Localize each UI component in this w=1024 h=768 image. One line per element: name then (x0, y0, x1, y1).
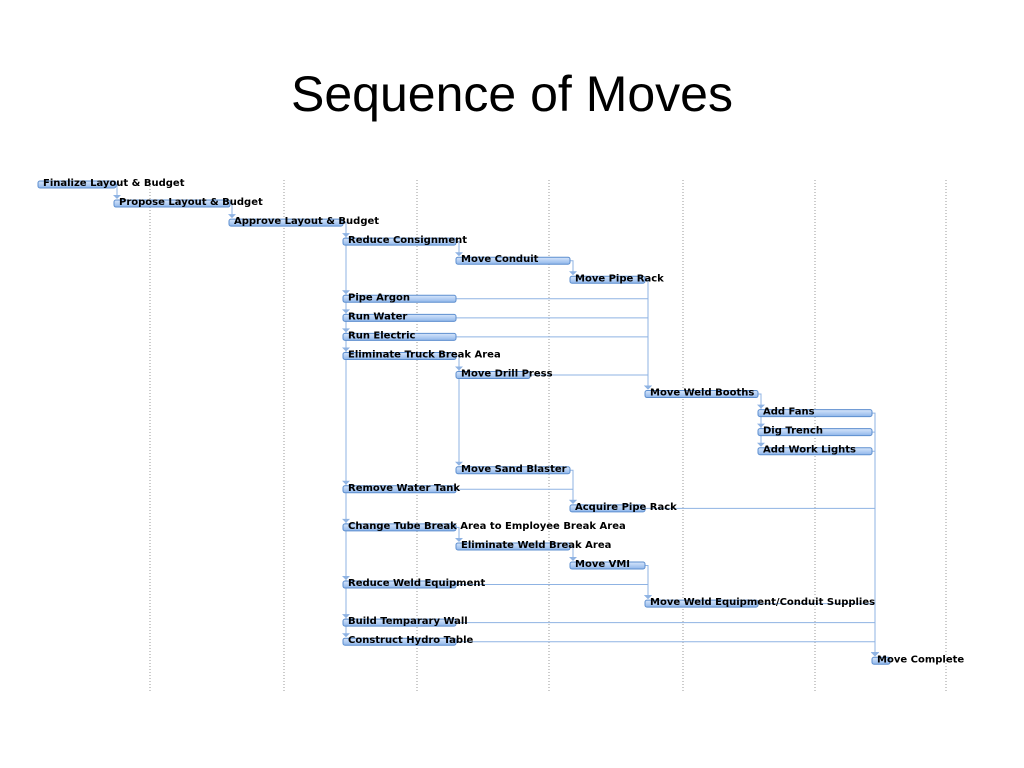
task-bar (342, 237, 457, 246)
task-bar (37, 180, 117, 189)
task-bar (569, 275, 646, 284)
task-label: Construct Hydro Table (348, 635, 473, 646)
dependency-connectors (113, 184, 879, 657)
task-bar (455, 371, 531, 379)
dependency-connector (645, 507, 876, 656)
task-bar (113, 199, 231, 208)
dependency-connector (758, 603, 876, 656)
task-label: Move Drill Press (461, 369, 553, 380)
task-label: Eliminate Weld Break Area (461, 540, 611, 551)
task-label: Reduce Consignment (348, 235, 467, 246)
dependency-arrowhead (342, 633, 350, 638)
dependency-connector (530, 374, 649, 389)
dependency-connector (230, 203, 233, 218)
dependency-arrowhead (455, 252, 463, 257)
dependency-connector (343, 222, 347, 637)
dependency-connector (456, 355, 460, 465)
task-bar (342, 351, 457, 360)
task-bar (644, 599, 759, 608)
dependency-connector (456, 241, 460, 256)
task-label: Build Temparary Wall (348, 616, 468, 627)
task-label: Run Electric (348, 330, 416, 341)
dependency-arrowhead (455, 461, 463, 466)
dependency-connector (456, 336, 649, 389)
task-bar (342, 580, 457, 589)
task-label: Move Conduit (461, 254, 539, 265)
task-bar (455, 256, 571, 265)
task-label: Run Water (348, 311, 407, 322)
task-bar (342, 313, 457, 322)
task-label: Add Work Lights (763, 445, 856, 456)
task-bar (757, 428, 873, 437)
task-label: Dig Trench (763, 426, 823, 437)
task-label: Approve Layout & Budget (234, 216, 379, 227)
dependency-arrowhead (569, 557, 577, 561)
dependency-connector (456, 526, 460, 541)
dependency-arrowhead (757, 442, 765, 447)
dependency-connector (758, 393, 762, 446)
dependency-arrowhead (644, 595, 652, 600)
dependency-arrowhead (569, 499, 577, 504)
task-label: Propose Layout & Budget (119, 197, 263, 208)
task-bar (455, 466, 571, 475)
dependency-arrowhead (228, 214, 236, 219)
task-bars (37, 180, 891, 665)
dependency-arrowhead (871, 652, 879, 657)
task-label: Eliminate Truck Break Area (348, 349, 501, 360)
task-label: Remove Water Tank (348, 483, 460, 494)
task-label: Add Fans (763, 407, 815, 418)
task-bar (757, 447, 873, 456)
task-bar (342, 294, 457, 303)
task-label: Move VMI (575, 559, 630, 570)
task-bar (569, 504, 646, 513)
task-label: Move Weld Booths (650, 388, 754, 399)
dependency-connector (570, 545, 574, 560)
task-label: Finalize Layout & Budget (43, 178, 185, 189)
task-bar (228, 218, 344, 227)
dependency-arrowhead (569, 271, 577, 276)
dependency-arrowhead (455, 537, 463, 542)
dependency-connector (456, 622, 876, 656)
task-label: Move Complete (877, 654, 964, 665)
task-bar (342, 523, 457, 532)
task-label: Reduce Weld Equipment (348, 578, 485, 589)
dependency-connector (456, 641, 876, 656)
task-label: Acquire Pipe Rack (575, 502, 677, 513)
dependency-connector (570, 260, 574, 275)
task-bar (342, 637, 457, 646)
dependency-connector (456, 488, 574, 503)
dependency-arrowhead (644, 385, 652, 390)
task-bar (871, 656, 891, 665)
task-bar (342, 618, 457, 627)
dependency-connector (456, 584, 649, 599)
task-bar (644, 390, 759, 399)
task-label: Move Sand Blaster (461, 464, 567, 475)
task-bar (757, 409, 873, 418)
task-label: Move Pipe Rack (575, 273, 664, 284)
slide-title: Sequence of Moves (291, 66, 733, 122)
task-bar (569, 561, 646, 570)
task-bar (455, 542, 571, 551)
task-label: Move Weld Equipment/Conduit Supplies (650, 597, 875, 608)
task-bar (342, 485, 457, 494)
task-label: Change Tube Break Area to Employee Break… (348, 521, 626, 532)
dependency-arrowhead (113, 195, 121, 200)
task-bar (342, 332, 457, 341)
task-label: Pipe Argon (348, 292, 410, 303)
